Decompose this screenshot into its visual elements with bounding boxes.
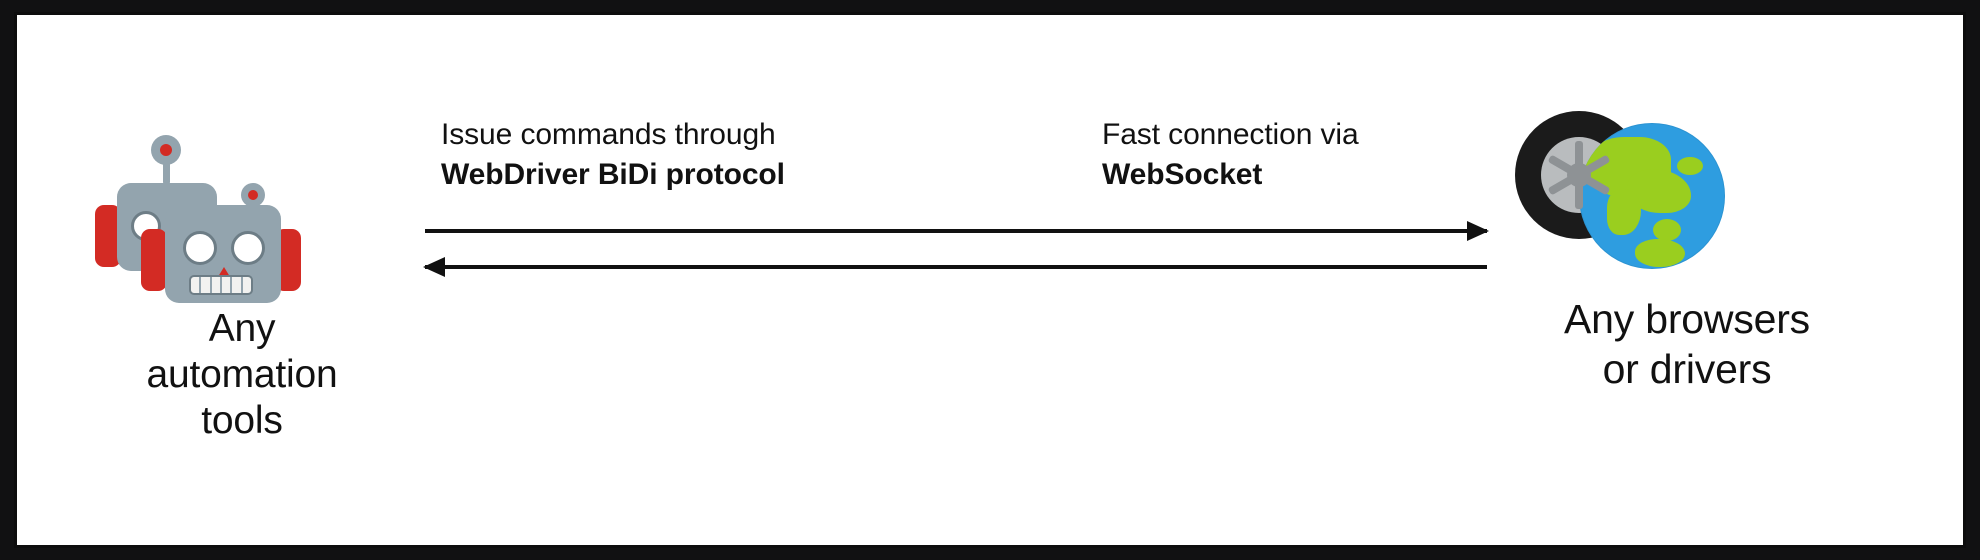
robot-mouth	[189, 275, 253, 295]
robot-icon-group	[77, 125, 407, 303]
caption-connection-line1: Fast connection via	[1102, 118, 1359, 151]
diagram-canvas: Any automation tools Issue commands thro…	[14, 12, 1966, 548]
robot-ear-left	[95, 205, 121, 267]
robot-antenna-ball	[151, 135, 181, 165]
node-label-browsers-drivers: Any browsers or drivers	[1564, 296, 1810, 392]
robot-eye-right	[231, 231, 265, 265]
robot-eye-left	[183, 231, 217, 265]
caption-commands-line1: Issue commands through	[441, 118, 776, 151]
arrow-line-reverse	[425, 265, 1487, 269]
globe-tire-icon	[1515, 105, 1745, 280]
caption-commands-line2: WebDriver BiDi protocol	[441, 158, 785, 191]
robot-antenna-ball	[241, 183, 265, 207]
node-browsers-drivers: Any browsers or drivers	[1457, 105, 1917, 394]
arrowhead-left-icon	[423, 257, 445, 277]
globe-icon	[1579, 123, 1725, 269]
connector-arrows	[423, 215, 1489, 277]
robot-ear-left	[141, 229, 167, 291]
robot-antenna-stem	[163, 155, 170, 185]
node-automation-tools: Any automation tools	[77, 125, 407, 444]
arrowhead-right-icon	[1467, 221, 1489, 241]
tire-hub	[1567, 163, 1591, 187]
globe-tire-icon-group	[1457, 105, 1917, 280]
caption-connection-line2: WebSocket	[1102, 158, 1263, 191]
caption-connection: Fast connection via WebSocket	[1102, 115, 1359, 195]
caption-commands: Issue commands through WebDriver BiDi pr…	[441, 115, 785, 195]
node-label-automation-tools: Any automation tools	[146, 307, 338, 442]
arrow-line-forward	[425, 229, 1487, 233]
